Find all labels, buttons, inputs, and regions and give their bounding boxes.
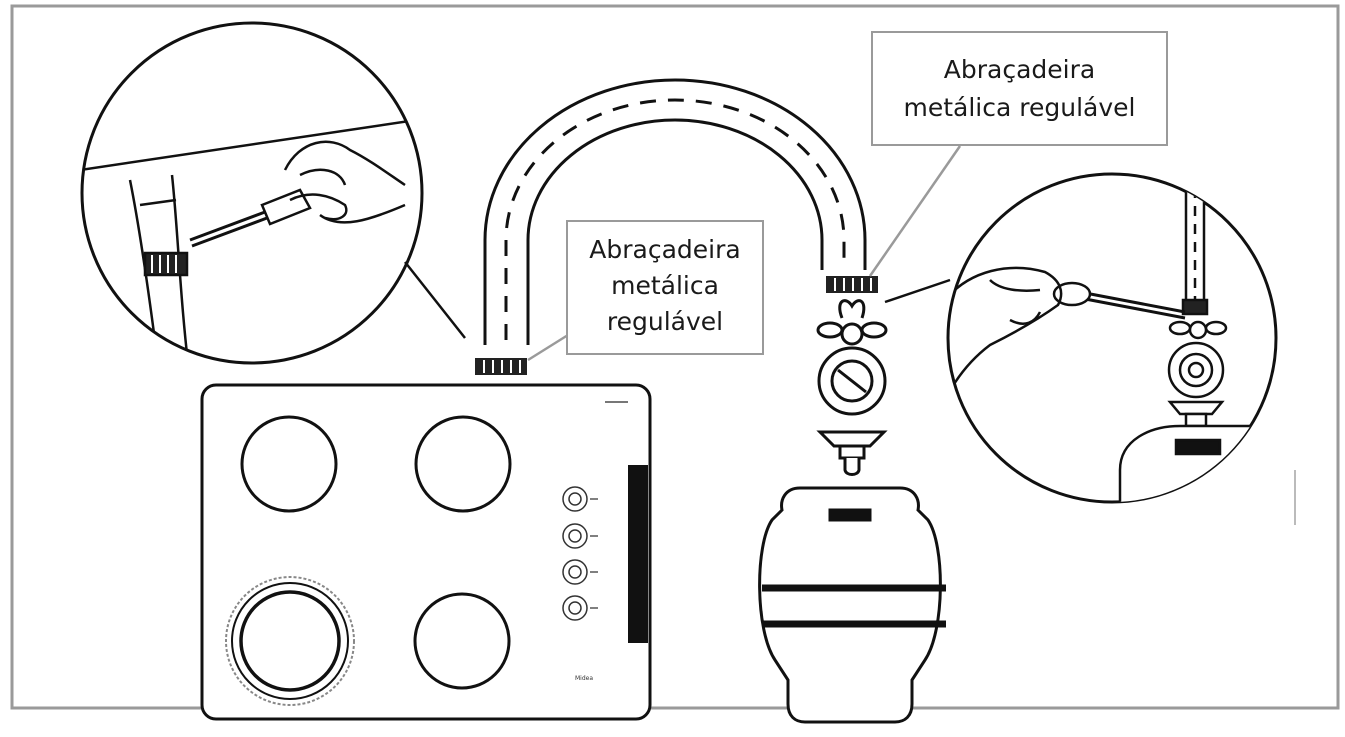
knob-3 xyxy=(562,559,598,585)
knob-4 xyxy=(562,595,598,621)
right-label-pointer xyxy=(868,145,962,277)
right-detail-circle xyxy=(946,172,1278,504)
burner-bottom-right xyxy=(413,592,511,690)
left-leader-line xyxy=(404,261,466,339)
cooktop-brand: Midea xyxy=(575,675,593,682)
burner-bottom-left-large xyxy=(225,576,355,706)
gas-cylinder xyxy=(758,486,946,724)
outer-frame xyxy=(10,4,1340,710)
label-right-clamp: Abraçadeira metálica regulável xyxy=(871,31,1168,146)
label-middle-line-2: metálica xyxy=(611,271,719,300)
label-middle-clamp: Abraçadeira metálica regulável xyxy=(566,220,764,355)
cooktop: Midea xyxy=(200,383,652,721)
gas-hose xyxy=(483,78,867,345)
label-middle-line-3: regulável xyxy=(606,307,724,336)
label-right-line-2: metálica regulável xyxy=(903,93,1136,122)
label-right-line-1: Abraçadeira xyxy=(943,55,1096,84)
middle-clamp-icon xyxy=(475,358,527,375)
right-leader-line xyxy=(884,278,951,304)
right-clamp-icon xyxy=(826,276,878,293)
middle-label-pointer xyxy=(527,333,569,362)
knob-2 xyxy=(562,523,598,549)
burner-top-left xyxy=(240,415,338,513)
knob-1 xyxy=(562,486,598,512)
burner-top-right xyxy=(414,415,512,513)
gas-regulator xyxy=(816,299,888,476)
left-detail-circle xyxy=(80,21,466,365)
label-middle-line-1: Abraçadeira xyxy=(589,235,741,264)
